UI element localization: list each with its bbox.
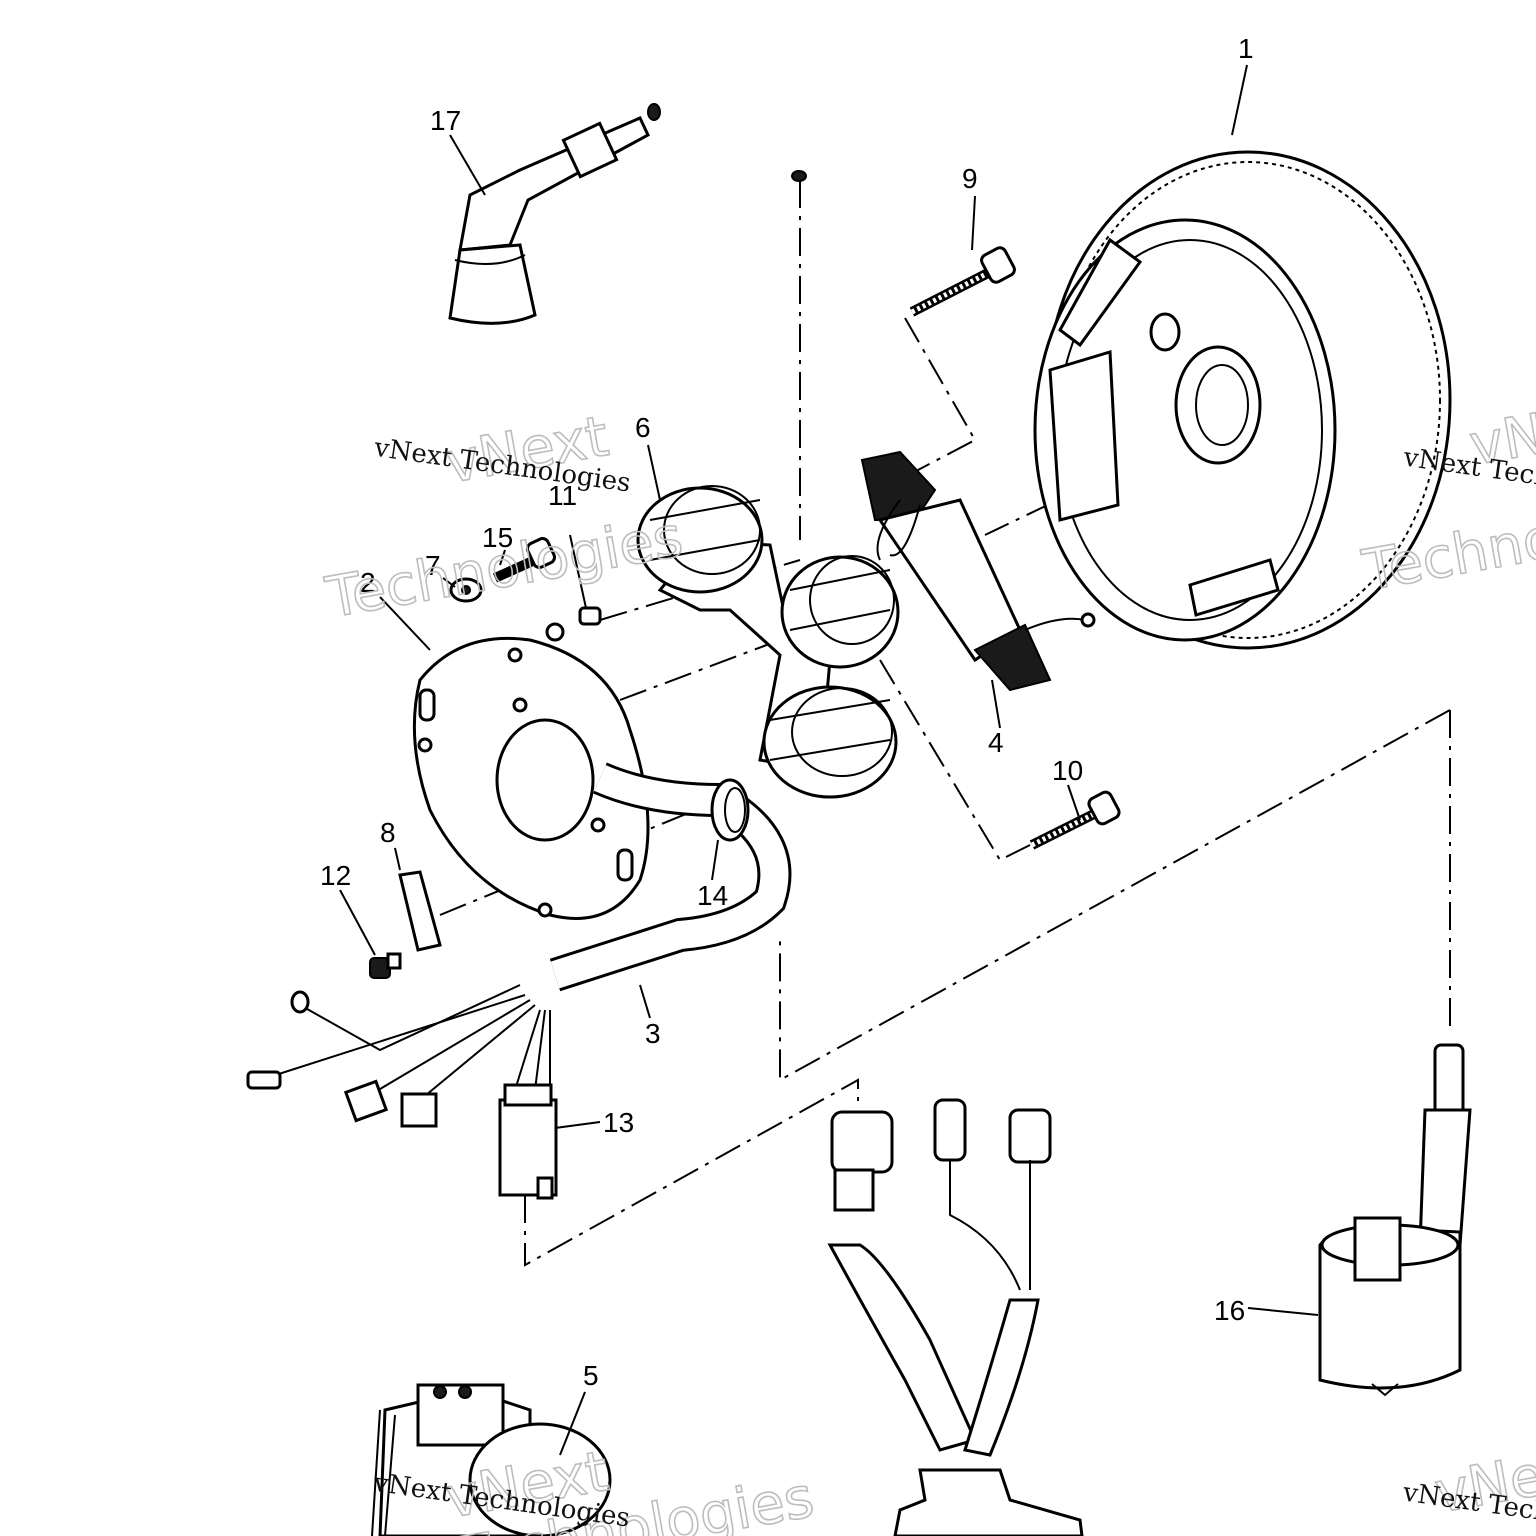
callout-12: 12 xyxy=(320,860,351,891)
callout-14: 14 xyxy=(697,880,728,911)
callout-11: 11 xyxy=(548,480,577,511)
flywheel xyxy=(1033,150,1452,650)
stator-base-plate xyxy=(412,636,650,920)
stator-coils xyxy=(636,485,900,799)
washer-7 xyxy=(449,577,483,603)
pulser-coil xyxy=(860,450,1096,692)
callout-10: 10 xyxy=(1052,755,1083,786)
callout-9: 9 xyxy=(962,163,978,194)
callout-17: 17 xyxy=(430,105,461,136)
callout-5: 5 xyxy=(583,1360,599,1391)
callout-2: 2 xyxy=(360,567,376,598)
callout-13: 13 xyxy=(603,1107,634,1138)
screw-12 xyxy=(369,952,402,979)
cdi-unit-leads xyxy=(827,1098,1084,1536)
grommet-and-harness xyxy=(246,762,792,1128)
leader-lines xyxy=(339,64,1319,1456)
screw-9 xyxy=(909,246,1016,317)
callout-1: 1 xyxy=(1238,33,1254,64)
callout-15: 15 xyxy=(482,522,513,553)
screw-11 xyxy=(545,606,602,642)
screw-10 xyxy=(1029,790,1121,850)
callout-labels: 1 2 3 4 5 6 7 8 9 10 11 12 13 14 15 16 1… xyxy=(320,33,1254,1391)
regulator-5 xyxy=(371,1383,612,1536)
callout-4: 4 xyxy=(988,727,1004,758)
spark-plug-cap xyxy=(448,47,817,325)
ignition-coil xyxy=(1318,1043,1472,1397)
callout-7: 7 xyxy=(425,550,441,581)
callout-16: 16 xyxy=(1214,1295,1245,1326)
connector-13 xyxy=(498,1083,558,1200)
callout-8: 8 xyxy=(380,817,396,848)
callout-6: 6 xyxy=(635,412,651,443)
clamp-8 xyxy=(398,870,442,952)
screw-15 xyxy=(492,537,556,583)
callout-3: 3 xyxy=(645,1018,661,1049)
